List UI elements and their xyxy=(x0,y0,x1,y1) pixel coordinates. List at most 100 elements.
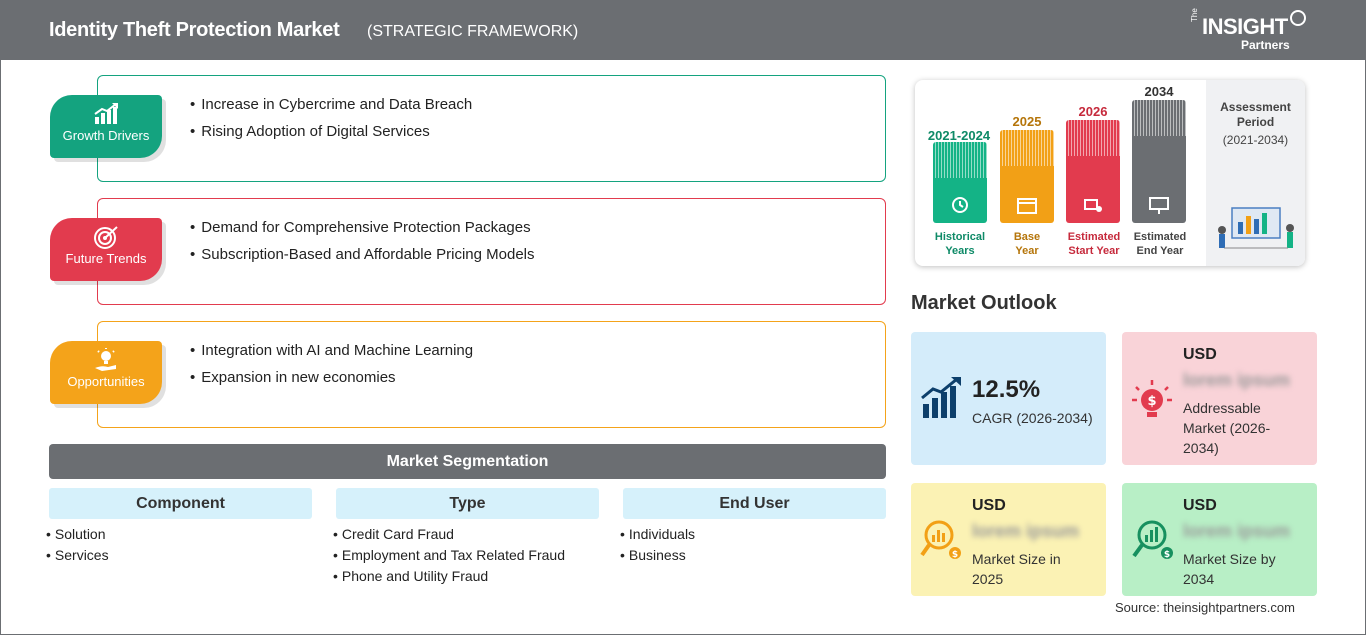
list-item: Phone and Utility Fraud xyxy=(333,568,565,584)
list-item: Rising Adoption of Digital Services xyxy=(190,123,472,140)
svg-text:$: $ xyxy=(1147,394,1156,409)
timeline-label-historical: Historical Years xyxy=(923,230,997,258)
timeline-year-end: 2034 xyxy=(1144,84,1174,99)
list-item: Increase in Cybercrime and Data Breach xyxy=(190,96,472,113)
list-item: Individuals xyxy=(620,526,695,542)
list-item: Business xyxy=(620,547,695,563)
addressable-desc-line: Addressable xyxy=(1183,400,1261,416)
assessment-label-line: Period xyxy=(1236,115,1275,129)
growth-drivers-card: Increase in Cybercrime and Data Breach R… xyxy=(97,75,886,182)
segment-list-end-user: Individuals Business xyxy=(620,526,695,568)
size-2034-desc: Market Size by 2034 xyxy=(1183,549,1276,589)
opportunities-list: Integration with AI and Machine Learning… xyxy=(190,342,473,396)
assessment-period: Assessment Period (2021-2034) xyxy=(1206,80,1305,266)
logo-partners: Partners xyxy=(1241,38,1290,52)
growth-drivers-tag: Growth Drivers xyxy=(50,95,162,158)
segmentation-title: Market Segmentation xyxy=(49,444,886,479)
timeline-label-end: Estimated End Year xyxy=(1125,230,1195,258)
addressable-usd: USD xyxy=(1183,346,1217,363)
addressable-market-card: USD lorem ipsum $ Addressable Market (20… xyxy=(1122,332,1317,465)
growth-chart-icon xyxy=(94,103,118,124)
insight-partners-logo[interactable]: The INSIGHT Partners xyxy=(1190,8,1310,54)
market-size-2034-card: USD lorem ipsum $ Market Size by 2034 xyxy=(1122,483,1317,596)
list-item: Credit Card Fraud xyxy=(333,526,565,542)
timeline-label-line: Estimated xyxy=(1067,231,1121,243)
timeline-label-line: Years xyxy=(945,245,975,257)
size-2034-desc-line: Market Size by xyxy=(1183,551,1276,567)
timeline-bar-start xyxy=(1066,120,1120,223)
segment-header-component: Component xyxy=(49,488,312,519)
timeline-label-line: Base xyxy=(1013,231,1041,243)
timeline-label-base: Base Year xyxy=(995,230,1059,258)
size-2025-desc-line: Market Size in xyxy=(972,551,1061,567)
growth-drivers-list: Increase in Cybercrime and Data Breach R… xyxy=(190,96,472,150)
source-credit[interactable]: Source: theinsightpartners.com xyxy=(1115,600,1295,615)
size-2025-value: lorem ipsum xyxy=(972,521,1080,541)
list-item: Subscription-Based and Affordable Pricin… xyxy=(190,246,534,263)
opportunities-card: Integration with AI and Machine Learning… xyxy=(97,321,886,428)
timeline-year-historical: 2021-2024 xyxy=(927,128,991,143)
segment-header-end-user: End User xyxy=(623,488,886,519)
opportunities-label: Opportunities xyxy=(67,374,145,389)
timeline-label-line: Year xyxy=(1015,245,1039,257)
logo-ring-icon xyxy=(1290,10,1306,26)
addressable-desc: Addressable Market (2026- 2034) xyxy=(1183,398,1270,458)
timeline-label-start: Estimated Start Year xyxy=(1059,230,1129,258)
market-size-2025-card: USD lorem ipsum $ Market Size in 2025 xyxy=(911,483,1106,596)
segment-header-type: Type xyxy=(336,488,599,519)
market-outlook-title: Market Outlook xyxy=(911,292,1057,314)
segment-list-component: Solution Services xyxy=(46,526,109,568)
analytics-illustration-icon xyxy=(1218,207,1294,249)
size-2025-desc: Market Size in 2025 xyxy=(972,549,1061,589)
logo-insight: INSIGHT xyxy=(1202,14,1288,39)
timeline-label-line: Historical xyxy=(934,231,986,243)
timeline-label-line: Start Year xyxy=(1068,245,1120,257)
list-item: Demand for Comprehensive Protection Pack… xyxy=(190,219,535,236)
timeline-year-start: 2026 xyxy=(1078,104,1108,119)
estimate-start-icon xyxy=(1084,199,1102,212)
money-bulb-icon: $ xyxy=(1132,380,1172,417)
target-icon xyxy=(94,226,118,249)
header-bar: Identity Theft Protection Market (STRATE… xyxy=(0,0,1366,60)
list-item: Integration with AI and Machine Learning xyxy=(190,342,473,359)
logo-the: The xyxy=(1190,8,1199,22)
growth-drivers-label: Growth Drivers xyxy=(62,128,150,143)
list-item: Employment and Tax Related Fraud xyxy=(333,547,565,563)
search-chart-icon: $ xyxy=(920,520,961,560)
future-trends-card: Demand for Comprehensive Protection Pack… xyxy=(97,198,886,305)
cagr-value: 12.5% xyxy=(972,376,1041,403)
timeline-label-line: Estimated xyxy=(1133,231,1187,243)
size-2034-value: lorem ipsum xyxy=(1183,521,1291,541)
size-2034-desc-line: 2034 xyxy=(1183,571,1215,587)
size-2034-usd: USD xyxy=(1183,497,1217,514)
addressable-value: lorem ipsum xyxy=(1183,370,1291,390)
future-trends-tag: Future Trends xyxy=(50,218,162,281)
assessment-range: (2021-2034) xyxy=(1222,133,1289,147)
addressable-desc-line: 2034) xyxy=(1183,440,1219,456)
list-item: Solution xyxy=(46,526,109,542)
lightbulb-hand-icon xyxy=(95,348,116,371)
cagr-label: CAGR (2026-2034) xyxy=(972,410,1093,426)
timeline-label-line: End Year xyxy=(1136,245,1184,257)
assessment-title: Assessment Period xyxy=(1206,100,1305,130)
cagr-growth-icon xyxy=(921,377,961,418)
svg-text:$: $ xyxy=(952,550,958,560)
addressable-desc-line: Market (2026- xyxy=(1183,420,1271,436)
page-title: Identity Theft Protection Market xyxy=(49,19,340,41)
cagr-card: 12.5% CAGR (2026-2034) xyxy=(911,332,1106,465)
future-trends-label: Future Trends xyxy=(65,251,147,266)
search-growth-icon: $ xyxy=(1132,520,1173,560)
history-icon xyxy=(952,197,968,213)
opportunities-tag: Opportunities xyxy=(50,341,162,404)
timeline-panel: 2021-2024 Historical Years 2025 Base Yea… xyxy=(915,80,1305,266)
segment-list-type: Credit Card Fraud Employment and Tax Rel… xyxy=(333,526,565,589)
timeline-year-base: 2025 xyxy=(1012,114,1042,129)
presentation-icon xyxy=(1149,197,1169,214)
page-subtitle: (STRATEGIC FRAMEWORK) xyxy=(367,23,579,40)
future-trends-list: Demand for Comprehensive Protection Pack… xyxy=(190,219,535,273)
calendar-icon xyxy=(1017,198,1037,214)
list-item: Services xyxy=(46,547,109,563)
size-2025-usd: USD xyxy=(972,497,1006,514)
list-item: Expansion in new economies xyxy=(190,369,473,386)
svg-text:$: $ xyxy=(1164,550,1170,560)
